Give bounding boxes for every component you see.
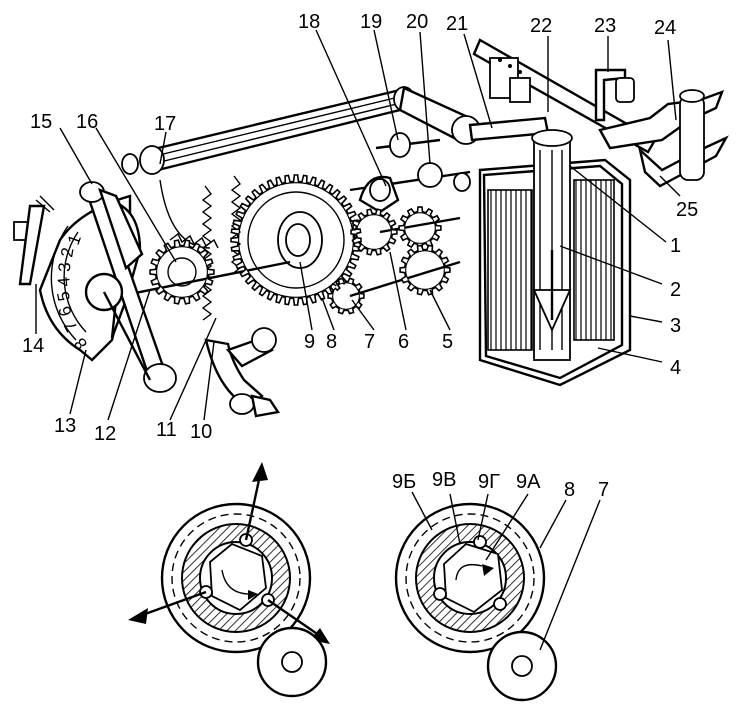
label-9: 9	[304, 331, 315, 353]
detail-label-8: 8	[564, 479, 575, 501]
gear-teeth-4	[327, 277, 365, 315]
scale-3: 3	[55, 262, 74, 272]
label-6: 6	[398, 331, 409, 353]
label-17: 17	[154, 113, 176, 135]
pointer-lever	[79, 181, 177, 393]
label-5: 5	[442, 331, 453, 353]
gear-teeth-3	[399, 244, 451, 296]
detail-label-9v: 9В	[432, 469, 456, 491]
label-12: 12	[94, 423, 116, 445]
contacts-14	[13, 195, 55, 286]
label-23: 23	[594, 15, 616, 37]
leader-lines	[35, 29, 681, 421]
label-1: 1	[670, 235, 681, 257]
coil-block	[478, 129, 632, 387]
label-11: 11	[156, 419, 177, 441]
label-18: 18	[298, 11, 320, 33]
label-20: 20	[406, 11, 428, 33]
label-8: 8	[326, 331, 337, 353]
label-7: 7	[364, 331, 375, 353]
fork-assembly	[598, 89, 729, 188]
top-bar	[472, 38, 657, 154]
detail-label-9g: 9Г	[478, 471, 500, 493]
detail-left	[128, 462, 330, 698]
gear-teeth-1	[350, 208, 398, 256]
cam-18	[358, 175, 400, 214]
detail-label-7: 7	[598, 479, 609, 501]
label-16: 16	[76, 111, 98, 133]
scale-4: 4	[54, 276, 74, 287]
detail-label-9a: 9А	[516, 471, 541, 493]
label-19: 19	[360, 11, 382, 33]
scale-5: 5	[54, 290, 74, 303]
pins-19-20	[349, 132, 471, 192]
large-gear	[236, 180, 356, 300]
label-22: 22	[530, 15, 552, 37]
gear-teeth-0	[230, 174, 362, 306]
detail-label-9b: 9Б	[392, 471, 416, 493]
label-4: 4	[670, 357, 681, 379]
label-13: 13	[54, 415, 76, 437]
label-14: 14	[22, 335, 44, 357]
part-labels: 15 16 17 18 19 20 21 22 23 24 25 1 2 3 4…	[22, 11, 698, 445]
label-2: 2	[670, 279, 681, 301]
label-10: 10	[190, 421, 212, 443]
detail-labels: 9Б 9В 9Г 9А 8 7	[392, 469, 609, 501]
label-24: 24	[654, 17, 676, 39]
label-15: 15	[30, 111, 52, 133]
detail-right	[394, 491, 601, 702]
label-25: 25	[676, 199, 698, 221]
scale-2: 2	[57, 246, 77, 259]
label-21: 21	[446, 13, 468, 35]
pawl-lever	[204, 327, 281, 418]
label-3: 3	[670, 315, 681, 337]
